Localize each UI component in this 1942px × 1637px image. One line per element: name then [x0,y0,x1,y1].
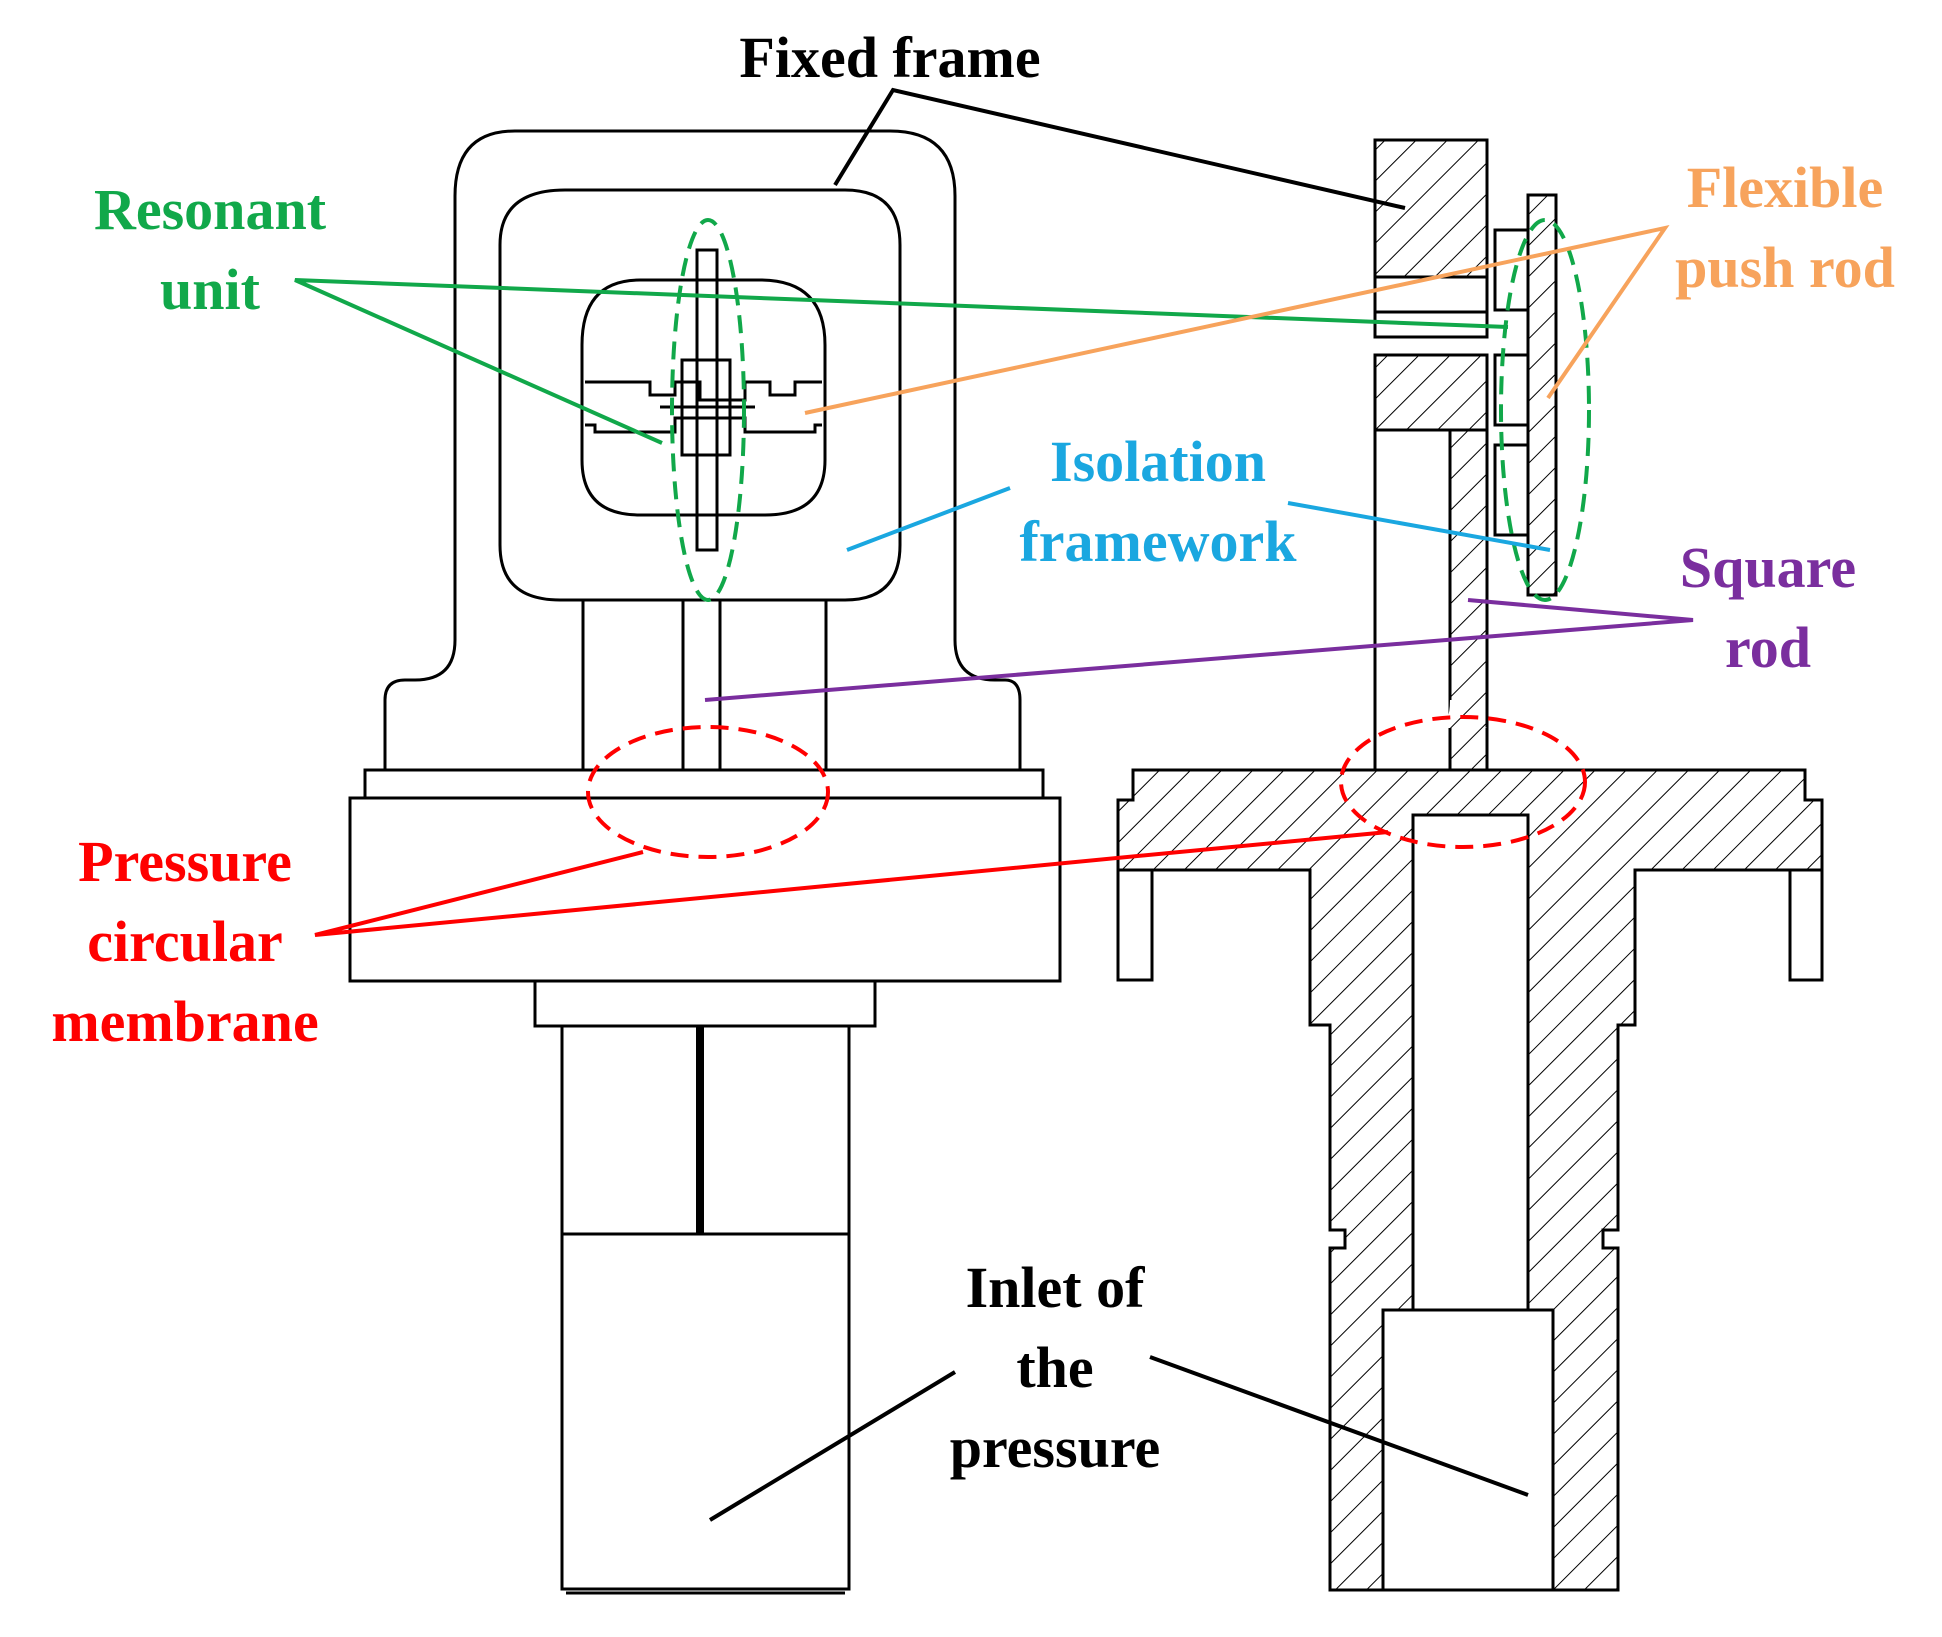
label-inlet-line1: Inlet of [965,1255,1145,1320]
label-pressure-membrane-line3: membrane [51,989,319,1054]
section-view [1116,138,1824,1592]
flexible-push-rod-leaders [804,224,1670,415]
front-view [348,129,1062,1595]
label-isolation-framework-line2: framework [1019,509,1297,574]
label-fixed-frame-line1: Fixed frame [739,25,1041,90]
fixed-frame-leaders [833,87,1406,210]
pressure-membrane-leaders [314,715,1587,937]
label-fixed-frame: Fixed frame [739,18,1040,98]
label-square-rod-line2: rod [1725,615,1811,680]
label-pressure-membrane: Pressure circular membrane [51,822,318,1062]
isolation-framework-leaders [846,486,1551,552]
label-resonant-unit-line2: unit [160,257,260,322]
label-flexible-push-rod-line2: push rod [1675,235,1895,300]
label-square-rod: Square rod [1680,528,1856,688]
fixed-frame-outline [383,129,1022,772]
label-square-rod-line1: Square [1679,535,1857,600]
label-isolation-framework: Isolation framework [1019,422,1296,582]
resonant-unit-leaders [294,218,1591,602]
label-inlet-line2: the [1016,1335,1094,1400]
label-pressure-membrane-line1: Pressure [78,829,292,894]
resonant-housing [580,278,827,517]
frame-section-top [1373,138,1489,279]
label-inlet: Inlet of the pressure [950,1248,1161,1488]
label-flexible-push-rod-line1: Flexible [1686,155,1884,220]
fixed-frame-inner [498,188,902,602]
label-resonant-unit: Resonant unit [94,170,326,330]
label-isolation-framework-line1: Isolation [1050,429,1266,494]
label-pressure-membrane-line2: circular [87,909,283,974]
label-resonant-unit-line1: Resonant [93,177,327,242]
label-flexible-push-rod: Flexible push rod [1675,148,1895,308]
label-inlet-line3: pressure [949,1415,1161,1480]
square-rod-leaders [704,598,1694,702]
inlet-leaders [708,1355,1529,1522]
